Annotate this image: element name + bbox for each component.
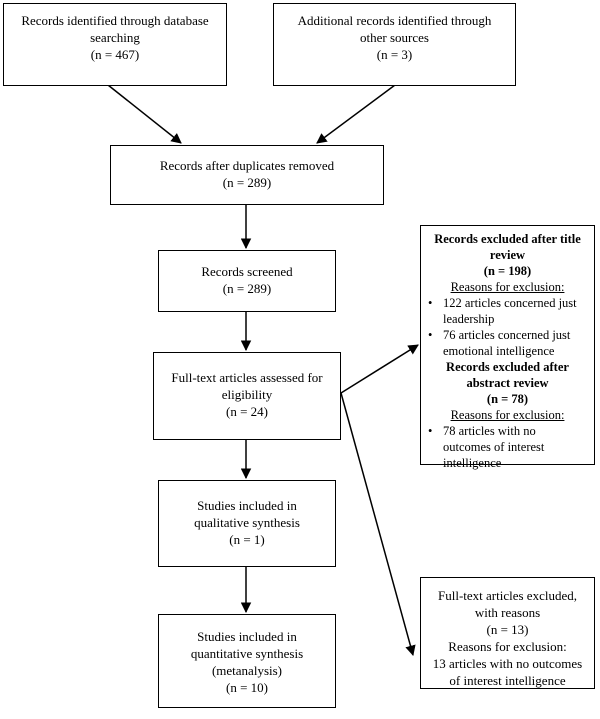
fulltext-line-1: Full-text articles assessed for <box>171 370 323 385</box>
screened-box: Records screened (n = 289) <box>158 250 336 312</box>
other-sources-box: Additional records identified through ot… <box>273 3 516 86</box>
db-search-line-1: Records identified through database <box>21 13 209 28</box>
dup-removed-line-1: Records after duplicates removed <box>159 158 335 173</box>
fulltext-excluded-reasons-label: Reasons for exclusion: <box>448 639 567 654</box>
title-reasons-label: Reasons for exclusion: <box>450 280 565 294</box>
fulltext-box: Full-text articles assessed for eligibil… <box>153 352 341 440</box>
db-search-count: (n = 467) <box>90 47 140 62</box>
arrow-fulltext-to-fulltext-excluded <box>340 392 416 657</box>
other-sources-count: (n = 3) <box>376 47 413 62</box>
abstract-reason-1-line-3: intelligence <box>443 456 502 470</box>
fulltext-excluded-reason-1: 13 articles with no outcomes <box>432 656 583 671</box>
fulltext-excluded-count: (n = 13) <box>486 622 529 637</box>
qualitative-box: Studies included in qualitative synthesi… <box>158 480 336 567</box>
abstract-review-count: (n = 78) <box>486 392 529 406</box>
fulltext-line-2: eligibility <box>221 387 273 402</box>
abstract-review-heading-2: abstract review <box>466 376 549 390</box>
db-search-box: Records identified through database sear… <box>3 3 227 86</box>
qualitative-line-2: qualitative synthesis <box>194 515 300 530</box>
abstract-reason-item: 78 articles with no outcomes of interest… <box>421 423 594 471</box>
excluded-records-box: Records excluded after title review (n =… <box>420 225 595 470</box>
title-review-heading-2: review <box>489 248 526 262</box>
dup-removed-count: (n = 289) <box>222 175 272 190</box>
title-reason-1-line-1: 122 articles concerned just <box>443 296 577 310</box>
fulltext-count: (n = 24) <box>226 404 268 419</box>
title-reason-2-line-2: emotional intelligence <box>443 344 555 358</box>
other-sources-line-1: Additional records identified through <box>297 13 492 28</box>
title-review-count: (n = 198) <box>483 264 532 278</box>
arrow-fulltext-to-excluded-records <box>340 344 419 394</box>
qualitative-line-1: Studies included in <box>197 498 297 513</box>
quantitative-line-3: (metanalysis) <box>211 663 283 678</box>
qualitative-count: (n = 1) <box>229 532 265 547</box>
abstract-reason-1-line-1: 78 articles with no <box>443 424 536 438</box>
title-reason-item: 122 articles concerned just leadership <box>421 295 594 327</box>
abstract-reason-1-line-2: outcomes of interest <box>443 440 545 454</box>
title-reason-item: 76 articles concerned just emotional int… <box>421 327 594 359</box>
fulltext-excluded-box: Full-text articles excluded, with reason… <box>420 577 595 689</box>
fulltext-excluded-line-1: Full-text articles excluded, <box>438 588 577 603</box>
abstract-review-heading-1: Records excluded after <box>446 360 569 374</box>
screened-line-1: Records screened <box>201 264 293 279</box>
quantitative-count: (n = 10) <box>226 680 268 695</box>
quantitative-box: Studies included in quantitative synthes… <box>158 614 336 708</box>
fulltext-excluded-line-2: with reasons <box>474 605 541 620</box>
title-reason-1-line-2: leadership <box>443 312 495 326</box>
title-review-heading-1: Records excluded after title <box>434 232 581 246</box>
other-sources-line-2: other sources <box>360 30 429 45</box>
quantitative-line-1: Studies included in <box>197 629 297 644</box>
abstract-reasons-list: 78 articles with no outcomes of interest… <box>421 423 594 471</box>
db-search-line-2: searching <box>90 30 140 45</box>
quantitative-line-2: quantitative synthesis <box>190 646 304 661</box>
abstract-reasons-label: Reasons for exclusion: <box>450 408 565 422</box>
screened-count: (n = 289) <box>222 281 272 296</box>
fulltext-excluded-reason-2: of interest intelligence <box>449 673 566 688</box>
dup-removed-box: Records after duplicates removed (n = 28… <box>110 145 384 205</box>
title-reasons-list: 122 articles concerned just leadership 7… <box>421 295 594 359</box>
arrow-other-to-dup <box>316 84 396 144</box>
arrow-db-to-dup <box>107 84 182 144</box>
title-reason-2-line-1: 76 articles concerned just <box>443 328 571 342</box>
